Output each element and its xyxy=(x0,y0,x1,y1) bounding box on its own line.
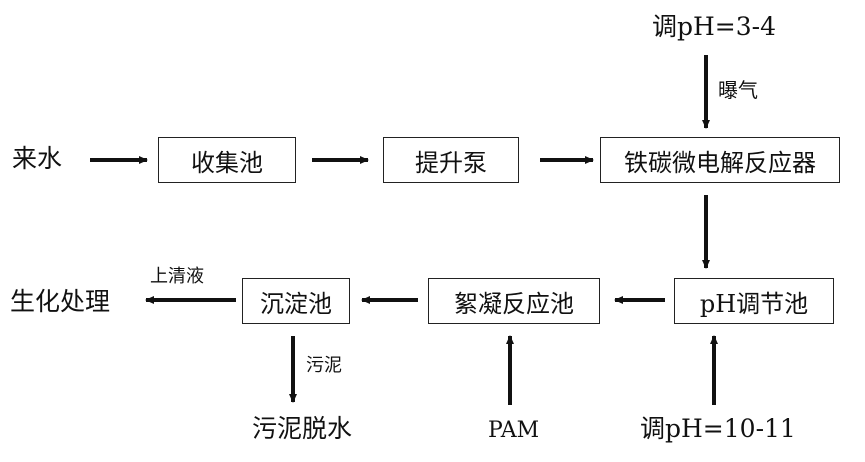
supernatant-label: 上清液 xyxy=(150,266,204,287)
lift-pump-box: 提升泵 xyxy=(383,137,519,183)
ph-10-11-label: 调pH=10-11 xyxy=(640,414,796,443)
sludge-label: 污泥 xyxy=(306,355,342,376)
ph-adjust-tank-box: pH调节池 xyxy=(674,278,834,324)
aeration-label: 曝气 xyxy=(718,78,758,102)
sludge-dewatering-label: 污泥脱水 xyxy=(252,414,353,443)
collection-tank-box: 收集池 xyxy=(158,137,296,183)
iron-carbon-reactor-box: 铁碳微电解反应器 xyxy=(600,137,840,183)
biochemical-treatment-label: 生化处理 xyxy=(10,287,111,316)
flocculation-tank-box: 絮凝反应池 xyxy=(428,278,600,324)
pam-label: PAM xyxy=(488,418,540,443)
ph-3-4-label: 调pH=3-4 xyxy=(652,12,777,41)
inflow-label: 来水 xyxy=(12,144,63,173)
sedimentation-tank-box: 沉淀池 xyxy=(242,278,350,324)
